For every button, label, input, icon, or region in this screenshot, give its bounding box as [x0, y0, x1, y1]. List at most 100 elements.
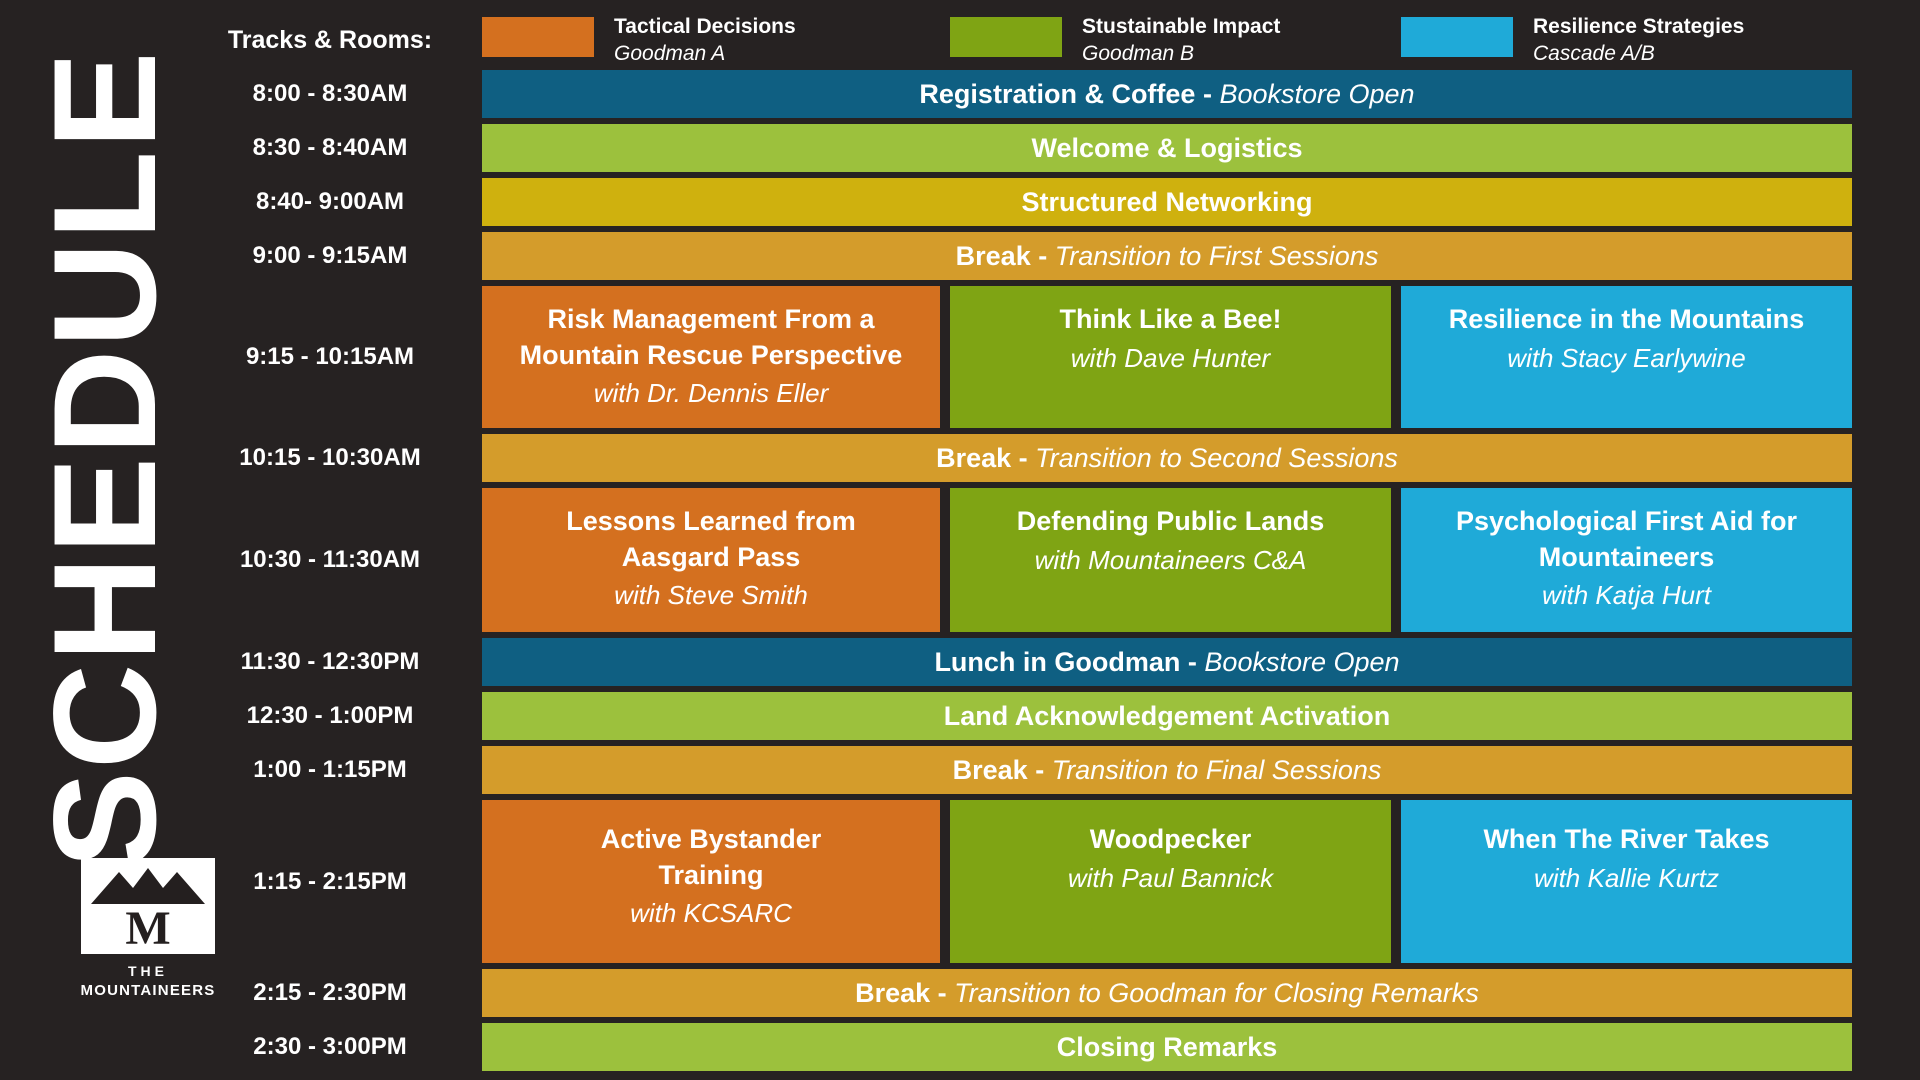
- time-label: 10:15 - 10:30AM: [239, 444, 421, 471]
- schedule-row-networking: 8:40- 9:00AM Structured Networking: [0, 178, 1920, 226]
- legend-room-name: Goodman B: [1082, 41, 1195, 65]
- time-label: 2:30 - 3:00PM: [253, 1033, 407, 1060]
- session-speaker: with Dr. Dennis Eller: [593, 378, 829, 409]
- session-speaker: with Steve Smith: [614, 580, 808, 611]
- session-cell: Think Like a Bee! with Dave Hunter: [950, 286, 1391, 428]
- logo-monogram: M: [125, 902, 170, 954]
- schedule-row-break-3: 1:00 - 1:15PM Break - Transition to Fina…: [0, 746, 1920, 794]
- event-bar: Lunch in Goodman - Bookstore Open: [482, 638, 1852, 686]
- event-subtitle: Bookstore Open: [1219, 78, 1415, 109]
- session-cell: When The River Takes with Kallie Kurtz: [1401, 800, 1852, 963]
- event-bar: Land Acknowledgement Activation: [482, 692, 1852, 740]
- legend-item-resilience: Resilience Strategies Cascade A/B: [1401, 14, 1852, 68]
- blue-swatch: [1401, 17, 1513, 57]
- schedule-row-sessions-2: 10:30 - 11:30AM Lessons Learned from Aas…: [0, 488, 1920, 632]
- session-cell: Defending Public Lands with Mountaineers…: [950, 488, 1391, 632]
- break-subtitle: Transition to First Sessions: [1054, 240, 1379, 271]
- schedule-grid: 8:00 - 8:30AM Registration & Coffee - Bo…: [0, 70, 1920, 1077]
- event-title: Land Acknowledgement Activation: [943, 700, 1391, 731]
- event-bar: Welcome & Logistics: [482, 124, 1852, 172]
- legend: Tactical Decisions Goodman A Stustainabl…: [482, 14, 1852, 68]
- event-bar: Structured Networking: [482, 178, 1852, 226]
- schedule-row-registration: 8:00 - 8:30AM Registration & Coffee - Bo…: [0, 70, 1920, 118]
- break-title: Break: [936, 442, 1012, 473]
- session-cell: Woodpecker with Paul Bannick: [950, 800, 1391, 963]
- session-title: Lessons Learned from Aasgard Pass: [566, 506, 856, 572]
- time-label: 10:30 - 11:30AM: [239, 546, 421, 573]
- session-title: Psychological First Aid for Mountaineers: [1455, 506, 1798, 572]
- session-title: Resilience in the Mountains: [1448, 304, 1805, 334]
- session-cell: Resilience in the Mountains with Stacy E…: [1401, 286, 1852, 428]
- event-subtitle: Bookstore Open: [1204, 646, 1400, 677]
- time-label: 8:30 - 8:40AM: [252, 134, 408, 161]
- session-speaker: with Paul Bannick: [1067, 862, 1274, 893]
- session-title: Defending Public Lands: [1016, 506, 1325, 536]
- session-speaker: with Katja Hurt: [1541, 580, 1712, 611]
- break-subtitle: Transition to Goodman for Closing Remark…: [954, 977, 1479, 1008]
- separator: -: [1011, 442, 1036, 473]
- time-label: 1:15 - 2:15PM: [253, 867, 407, 895]
- break-bar: Break - Transition to Final Sessions: [482, 746, 1852, 794]
- time-label: 1:00 - 1:15PM: [253, 756, 407, 783]
- break-title: Break: [952, 754, 1028, 785]
- legend-track-name: Stustainable Impact: [1082, 15, 1281, 38]
- session-speaker: with Mountaineers C&A: [1034, 544, 1307, 575]
- session-title: Woodpecker: [1089, 824, 1252, 854]
- legend-item-tactical: Tactical Decisions Goodman A: [482, 14, 940, 68]
- session-speaker: with Kallie Kurtz: [1534, 862, 1719, 893]
- session-cell: Risk Management From a Mountain Rescue P…: [482, 286, 940, 428]
- event-title: Registration & Coffee: [919, 78, 1196, 109]
- session-title: Think Like a Bee!: [1059, 304, 1282, 334]
- schedule-row-closing: 2:30 - 3:00PM Closing Remarks: [0, 1023, 1920, 1071]
- separator: -: [1180, 646, 1205, 677]
- time-label: 8:40- 9:00AM: [255, 188, 405, 215]
- logo-the-label: THE: [128, 963, 168, 979]
- event-title: Closing Remarks: [1056, 1031, 1278, 1062]
- break-bar: Break - Transition to First Sessions: [482, 232, 1852, 280]
- time-label: 8:00 - 8:30AM: [252, 80, 408, 107]
- separator: -: [1195, 78, 1220, 109]
- event-title: Lunch in Goodman: [934, 646, 1181, 677]
- schedule-row-break-4: 2:15 - 2:30PM Break - Transition to Good…: [0, 969, 1920, 1017]
- session-cell: Active Bystander Training with KCSARC: [482, 800, 940, 963]
- event-title: Structured Networking: [1021, 186, 1313, 217]
- time-label: 9:15 - 10:15AM: [245, 343, 415, 370]
- schedule-row-sessions-3: 1:15 - 2:15PM Active Bystander Training …: [0, 800, 1920, 963]
- orange-swatch: [482, 17, 594, 57]
- separator: -: [1027, 754, 1052, 785]
- session-title: Risk Management From a Mountain Rescue P…: [519, 304, 903, 370]
- session-speaker: with Dave Hunter: [1070, 342, 1271, 373]
- time-label: 12:30 - 1:00PM: [246, 702, 414, 729]
- legend-room-name: Cascade A/B: [1533, 41, 1655, 65]
- schedule-row-lunch: 11:30 - 12:30PM Lunch in Goodman - Books…: [0, 638, 1920, 686]
- schedule-row-break-2: 10:15 - 10:30AM Break - Transition to Se…: [0, 434, 1920, 482]
- separator: -: [930, 977, 955, 1008]
- legend-room-name: Goodman A: [614, 41, 726, 65]
- schedule-row-sessions-1: 9:15 - 10:15AM Risk Management From a Mo…: [0, 286, 1920, 428]
- break-title: Break: [955, 240, 1031, 271]
- session-cell: Lessons Learned from Aasgard Pass with S…: [482, 488, 940, 632]
- session-speaker: with KCSARC: [630, 898, 792, 929]
- mountains-icon: [91, 868, 205, 904]
- event-bar: Registration & Coffee - Bookstore Open: [482, 70, 1852, 118]
- legend-track-name: Tactical Decisions: [614, 15, 796, 38]
- break-bar: Break - Transition to Second Sessions: [482, 434, 1852, 482]
- session-cell: Psychological First Aid for Mountaineers…: [1401, 488, 1852, 632]
- schedule-row-break-1: 9:00 - 9:15AM Break - Transition to Firs…: [0, 232, 1920, 280]
- legend-header: Tracks & Rooms: Tactical Decisions Goodm…: [0, 14, 1920, 68]
- schedule-row-welcome: 8:30 - 8:40AM Welcome & Logistics: [0, 124, 1920, 172]
- break-subtitle: Transition to Final Sessions: [1051, 754, 1382, 785]
- mountaineers-logo: M THE MOUNTAINEERS: [70, 858, 226, 999]
- session-speaker: with Stacy Earlywine: [1507, 342, 1746, 373]
- session-title: Active Bystander Training: [600, 824, 822, 890]
- legend-item-sustainable: Stustainable Impact Goodman B: [950, 14, 1391, 68]
- break-subtitle: Transition to Second Sessions: [1035, 442, 1398, 473]
- break-title: Break: [855, 977, 931, 1008]
- logo-name-label: MOUNTAINEERS: [80, 982, 216, 999]
- time-label: 11:30 - 12:30PM: [240, 648, 420, 675]
- time-label: 2:15 - 2:30PM: [253, 979, 407, 1006]
- session-title: When The River Takes: [1483, 824, 1770, 854]
- tracks-rooms-label: Tracks & Rooms:: [227, 26, 433, 55]
- green-swatch: [950, 17, 1062, 57]
